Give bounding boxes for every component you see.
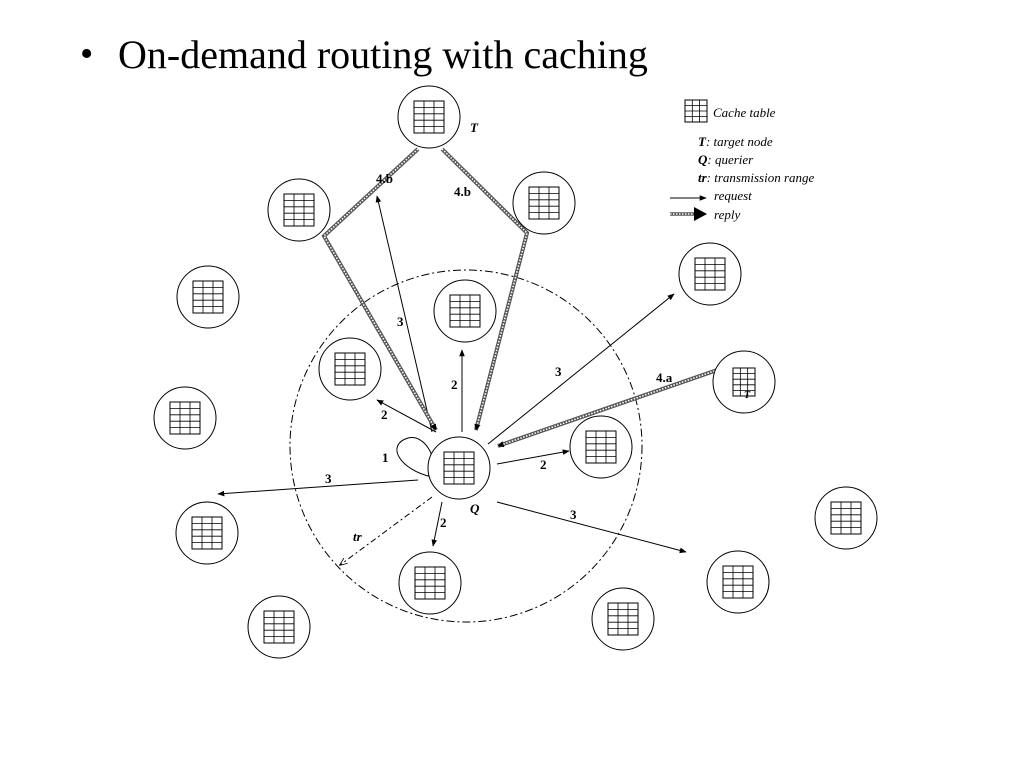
step-label: 2 [381,407,388,422]
node [318,337,382,401]
transmission-range-circle [289,269,643,623]
legend-cache-table: Cache table [713,105,776,120]
node [267,178,331,242]
node [814,486,878,550]
node-target-right [712,350,776,414]
request-arrow-far-n [375,195,433,433]
step-label: 3 [397,314,404,329]
request-arrow-far-ne [487,293,675,445]
cache-table-icon [413,100,445,134]
tr-label: tr [353,529,363,544]
step-label: 3 [555,364,562,379]
nodes [153,85,878,659]
cache-table-icon [191,516,223,550]
range-radius-arrow [340,496,433,565]
cache-table-icon [443,451,475,485]
title-row: • On-demand routing with caching [80,24,648,84]
request-arrow-far-w [217,479,419,497]
target-label-right: T [744,390,751,401]
node-target-top [397,85,461,149]
legend-range: tr: transmission range [698,170,815,185]
slide-title: On-demand routing with caching [118,31,648,77]
cache-table-icon [528,186,560,220]
step-label: 2 [451,377,458,392]
node [433,279,497,343]
step-label: 3 [570,507,577,522]
cache-table-icon [684,99,708,123]
target-label-top: T [470,120,479,135]
cache-table-icon [722,565,754,599]
node [247,595,311,659]
legend-querier: Q: querier [698,152,754,167]
legend-reply: reply [714,207,740,222]
step-label: 3 [325,471,332,486]
node [591,587,655,651]
step-label: 2 [540,457,547,472]
request-arrow-s [431,501,443,547]
legend-request: request [714,188,752,203]
request-arrow-far-se [496,501,687,554]
node [153,386,217,450]
request-arrows [217,195,687,565]
step-labels: 4.b 4.b 3 2 3 4.a 2 1 3 2 2 3 tr Q T T [325,120,751,544]
cache-table-icon [830,501,862,535]
cache-table-icon [192,280,224,314]
request-arrow-e [496,449,570,465]
step-label: 4.a [656,370,673,385]
cache-table-icon [283,193,315,227]
reply-paths [321,147,724,448]
cache-table-icon [732,367,756,397]
step-label: 4.b [376,171,393,186]
bullet-icon: • [80,33,94,75]
cache-table-icon [694,257,726,291]
cache-table-icon [449,294,481,328]
cache-table-icon [169,401,201,435]
cache-table-icon [607,602,639,636]
querier-label: Q [470,501,480,516]
node [175,501,239,565]
legend: Cache table T: target node Q: querier tr… [670,99,815,222]
legend-target: T: target node [698,134,773,149]
step-label: 2 [440,515,447,530]
step-label: 4.b [454,184,471,199]
node [706,550,770,614]
node [678,242,742,306]
request-arrow-nw [376,399,437,433]
node [569,415,633,479]
node [176,265,240,329]
node [512,171,576,235]
cache-table-icon [585,430,617,464]
cache-table-icon [334,352,366,386]
node [398,551,462,615]
node-querier [427,436,491,500]
cache-table-icon [414,566,446,600]
cache-table-icon [263,610,295,644]
step-label: 1 [382,450,389,465]
